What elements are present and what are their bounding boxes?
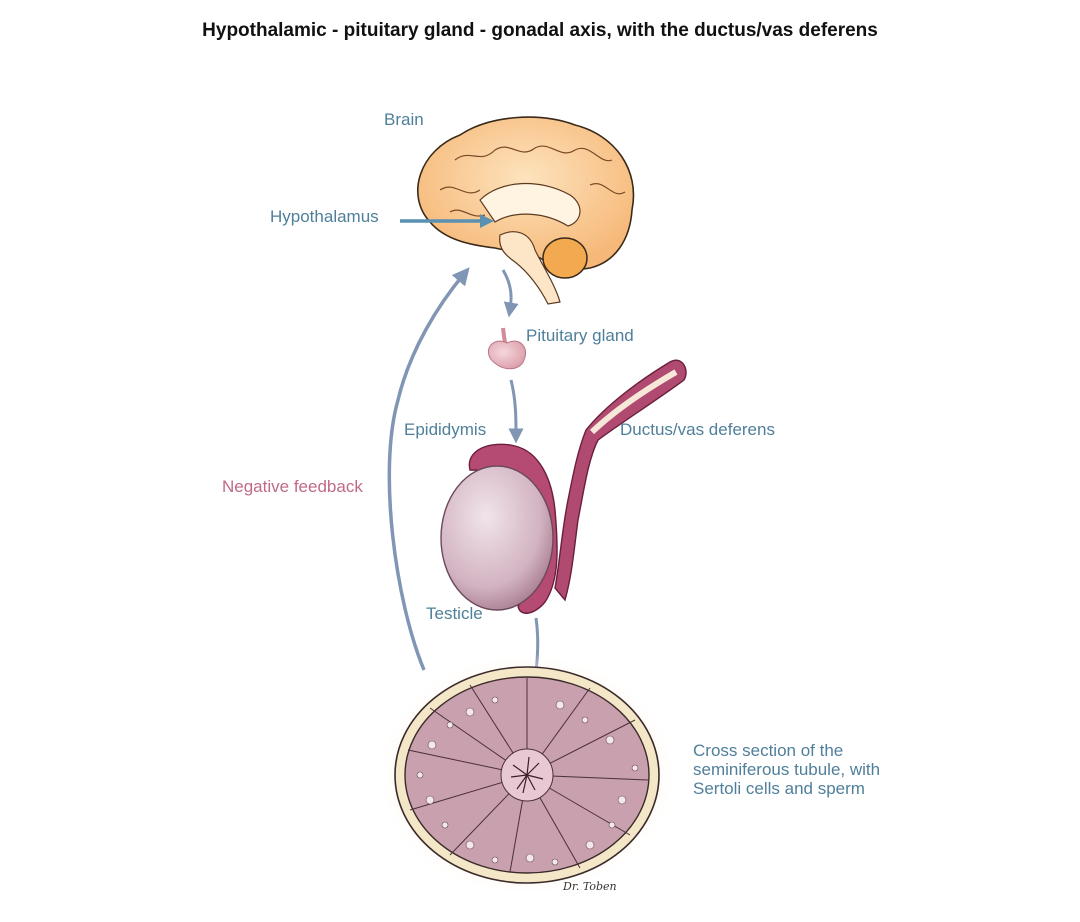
diagram-title: Hypothalamic - pituitary gland - gonadal… — [202, 20, 878, 41]
testicle-illustration — [440, 465, 554, 611]
artist-signature: Dr. Toben — [563, 880, 617, 893]
brain-illustration — [416, 116, 635, 305]
ductus-deferens-label: Ductus/vas deferens — [620, 420, 775, 439]
seminiferous-tubule-cross-section — [377, 653, 677, 897]
arrow-pituitary-to-testicle — [508, 379, 524, 444]
brain-label: Brain — [384, 110, 424, 129]
negative-feedback-label: Negative feedback — [222, 477, 363, 496]
testicle-label: Testicle — [426, 604, 483, 623]
epididymis-label: Epididymis — [404, 420, 487, 439]
arrow-brain-to-pituitary — [501, 269, 519, 318]
ductus-deferens-illustration — [554, 359, 687, 602]
negative-feedback-arrow — [387, 267, 470, 671]
cross-section-label: Cross section of the seminiferous tubule… — [693, 741, 881, 798]
pituitary-gland-illustration — [488, 327, 526, 370]
hypothalamus-label: Hypothalamus — [270, 207, 379, 226]
pituitary-gland-label: Pituitary gland — [526, 326, 634, 345]
